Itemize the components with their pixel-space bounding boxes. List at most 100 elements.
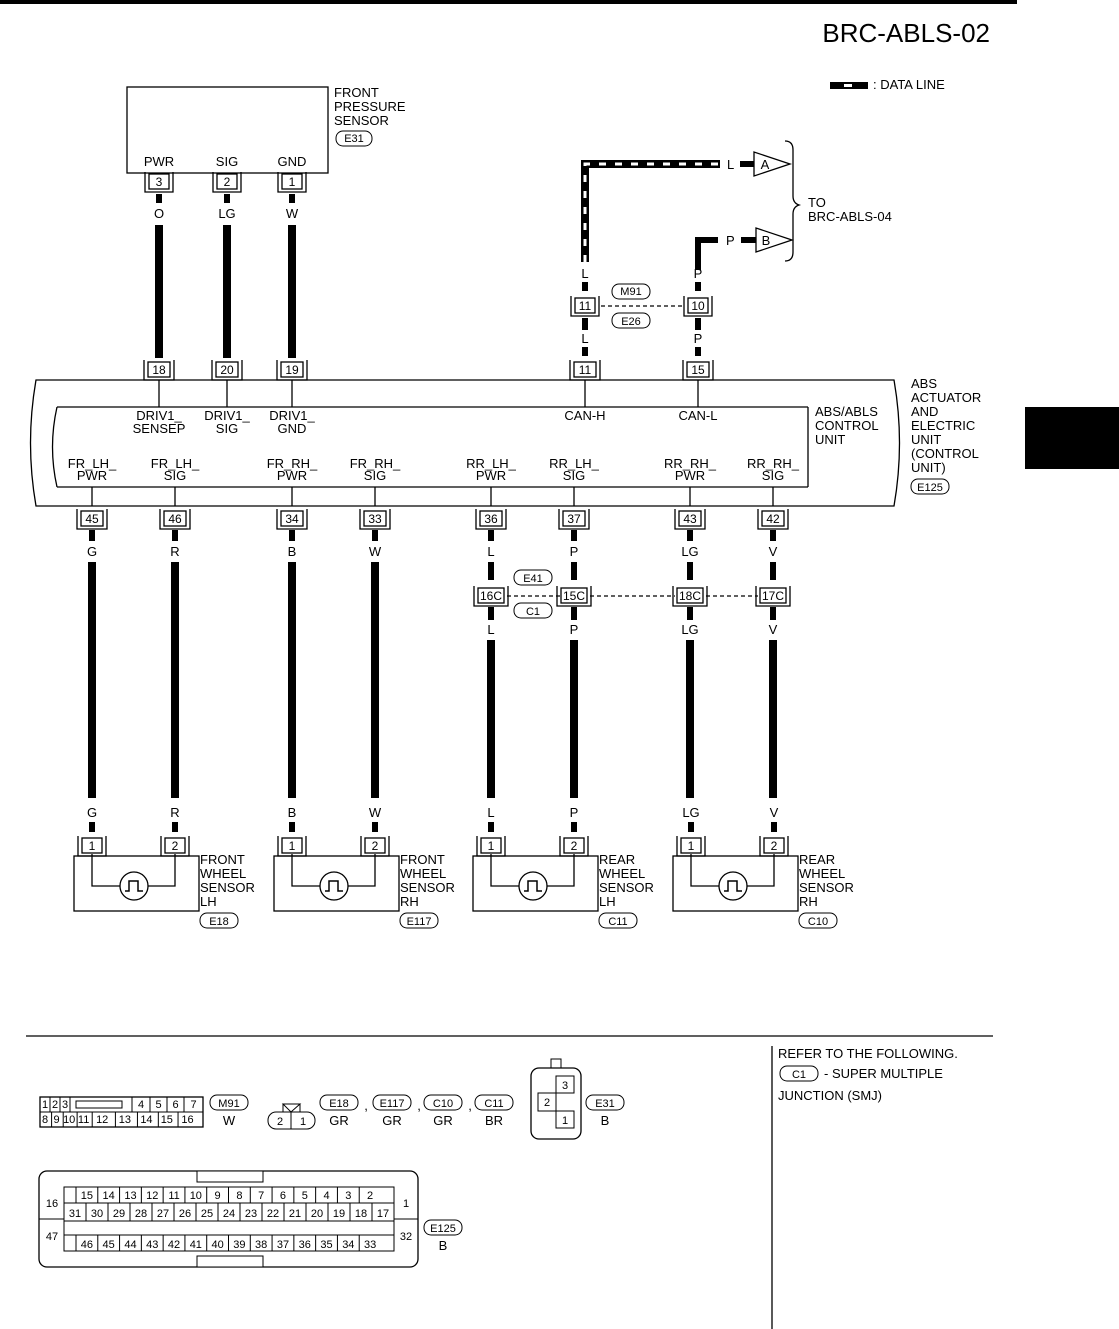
m91-r2-2: 10 xyxy=(63,1114,75,1126)
wheel-3-pin-0: 1 xyxy=(676,836,706,857)
abs-bottom-pin-34-bracket xyxy=(276,509,308,530)
wheel-3-wire-color-1: V xyxy=(770,805,779,820)
abs-top-pin-11-box xyxy=(573,361,597,378)
to-ref-b: B xyxy=(762,233,771,248)
m91-color: W xyxy=(223,1113,236,1128)
abs-title-2: ACTUATOR xyxy=(911,390,981,405)
e125-r1-11: 4 xyxy=(323,1190,329,1202)
abs-connector: E125 xyxy=(917,482,943,494)
wheel-3-leads xyxy=(690,854,775,887)
control-unit-2: CONTROL xyxy=(815,418,879,433)
e125-r2-12: 19 xyxy=(333,1208,345,1220)
abs-bottom-label-1-0: FR_LH_ xyxy=(151,456,200,471)
e125-side-16: 16 xyxy=(46,1198,58,1210)
note-c1: C1 xyxy=(792,1069,806,1081)
wheel-1-wire-color-1: W xyxy=(369,805,382,820)
abs-bottom-label-5-0: RR_LH_ xyxy=(549,456,600,471)
abs-bottom-pin-34: 34 xyxy=(276,509,308,530)
junction-pin-1: 15C xyxy=(556,586,592,607)
wheel-1-pulse-icon xyxy=(319,871,349,901)
junction-pin-3-num: 17C xyxy=(762,589,784,603)
wheel-2-title-3: LH xyxy=(599,894,616,909)
e125-r3-11: 35 xyxy=(320,1239,332,1251)
m91-r2-4: 12 xyxy=(96,1114,108,1126)
e125-r2-13: 18 xyxy=(355,1208,367,1220)
e125-side-47: 47 xyxy=(46,1231,58,1243)
abs-bottom-label-7-0: RR_RH_ xyxy=(747,456,800,471)
e31-cell-2 xyxy=(537,1092,557,1112)
joint-wire-bottom-p: P xyxy=(694,331,703,346)
wheel-1-pin-0: 1 xyxy=(277,836,307,857)
abs-top-label-4-0: CAN-L xyxy=(678,408,717,423)
side-tab xyxy=(1025,407,1119,469)
fps-pin-2-bracket xyxy=(277,172,307,193)
wheel-1-title-2: SENSOR xyxy=(400,880,455,895)
joint-wire-bottom-l: L xyxy=(581,331,588,346)
m91-r1-4: 4 xyxy=(138,1099,144,1111)
m91-r2-7: 15 xyxy=(161,1114,173,1126)
wheel-2-wire-color-1: P xyxy=(570,805,579,820)
fps-pin-0-num: 3 xyxy=(156,175,163,189)
e31-name: E31 xyxy=(595,1098,615,1110)
wheel-1-pin-0-box xyxy=(281,837,303,854)
wheel-2-leads xyxy=(490,854,575,887)
e125-name: E125 xyxy=(430,1223,456,1235)
two-pin-color-1: GR xyxy=(382,1113,402,1128)
two-pin-name-3: C11 xyxy=(484,1098,503,1110)
junction-pin-0-num: 16C xyxy=(480,589,502,603)
abs-top-pin-18-box xyxy=(147,361,171,378)
e125-r1-0: 15 xyxy=(81,1190,93,1202)
abs-top-label-1-0: DRIV1_ xyxy=(204,408,250,423)
junction-pin-1-box xyxy=(560,587,588,604)
abs-top-pin-19-num: 19 xyxy=(285,363,299,377)
wheel-0-title-0: FRONT xyxy=(200,852,245,867)
joint-connector-m91: M91 xyxy=(620,286,641,298)
e125-r1-4: 11 xyxy=(168,1190,179,1202)
wheel-2-title-2: SENSOR xyxy=(599,880,654,895)
e125-r1-9: 6 xyxy=(280,1190,286,1202)
wheel-3-pin-1-num: 2 xyxy=(771,839,778,853)
wheel-0-pin-1-box xyxy=(164,837,186,854)
wheel-2-pin-0-num: 1 xyxy=(488,839,495,853)
junction-pin-2: 18C xyxy=(672,586,708,607)
abs-bottom-pin-33-bracket xyxy=(359,509,391,530)
junction-wire-color-3: V xyxy=(769,622,778,637)
abs-title-7: UNIT) xyxy=(911,460,946,475)
abs-bottom-pin-46-num: 46 xyxy=(168,512,182,526)
abs-bottom-pin-37: 37 xyxy=(558,509,590,530)
wheel-3-title-3: RH xyxy=(799,894,818,909)
wheel-2-pin-0-box xyxy=(480,837,502,854)
abs-top-label-0-0: DRIV1_ xyxy=(136,408,182,423)
junction-pin-3-box xyxy=(759,587,787,604)
fps-pin-label-sig: SIG xyxy=(216,154,238,169)
joint-wire-top-l: L xyxy=(581,266,588,281)
abs-bottom-pin-46-bracket xyxy=(159,509,191,530)
junction-pin-2-bracket xyxy=(672,586,708,607)
fps-title-3: SENSOR xyxy=(334,113,389,128)
abs-bottom-pin-43-bracket xyxy=(674,509,706,530)
wheel-1-title-3: RH xyxy=(400,894,419,909)
wheel-1-leads xyxy=(291,854,376,887)
wheel-0-connector-pill xyxy=(199,912,239,929)
e125-r3-3: 43 xyxy=(146,1239,158,1251)
joint-pin-11: 11 xyxy=(570,296,600,317)
m91-r1-5: 5 xyxy=(155,1099,161,1111)
abs-bottom-wire-color-7: V xyxy=(769,544,778,559)
abs-bottom-pin-37-box xyxy=(562,510,586,527)
abs-bottom-label-3-0: FR_RH_ xyxy=(350,456,401,471)
abs-bottom-pin-36-box xyxy=(479,510,503,527)
abs-top-pin-18-num: 18 xyxy=(152,363,166,377)
e125-r2-3: 28 xyxy=(135,1208,147,1220)
junction-connector-c1: C1 xyxy=(526,606,540,618)
note-line-2: - SUPER MULTIPLE xyxy=(824,1066,943,1081)
abs-top-label-1-1: SIG xyxy=(216,421,238,436)
e31-name-pill xyxy=(585,1094,625,1111)
e125-r1-6: 9 xyxy=(215,1190,221,1202)
abs-bottom-wire-color-5: P xyxy=(570,544,579,559)
wheel-0-leads xyxy=(91,854,176,887)
abs-bottom-pin-43: 43 xyxy=(674,509,706,530)
